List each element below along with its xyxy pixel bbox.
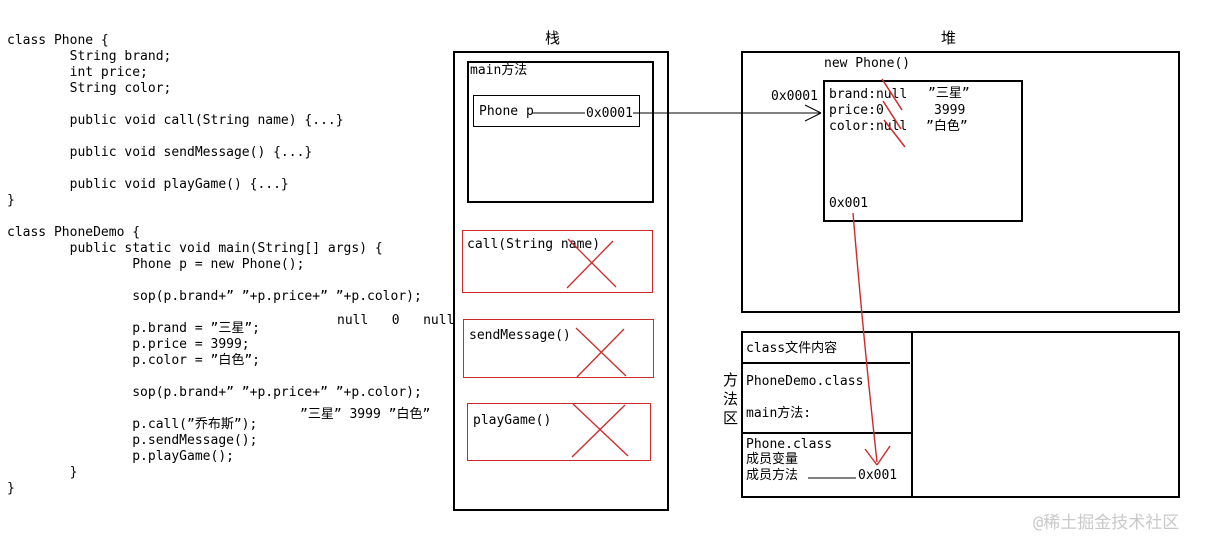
popped-frame-sendmessage-label: sendMessage() (469, 328, 571, 343)
popped-frame-sendmessage: sendMessage() (463, 319, 654, 378)
phone-class-code: class Phone { String brand; int price; S… (7, 33, 344, 208)
popped-frame-call-label: call(String name) (467, 237, 601, 252)
method-area-column-divider (911, 333, 913, 496)
phone-class-entry: Phone.class (746, 437, 833, 452)
variable-value: 0x0001 (586, 106, 633, 121)
variable-name: Phone p (479, 104, 534, 119)
method-area-divider-2 (743, 432, 911, 434)
phonedemo-class-code: class PhoneDemo { public static void mai… (7, 225, 422, 496)
method-area-side-label: 方法区 (723, 371, 739, 427)
main-frame-box (467, 61, 654, 203)
field-price-new-value: 3999 (934, 103, 966, 118)
member-vars-label: 成员变量 (746, 452, 799, 467)
member-methods-address: 0x001 (858, 468, 898, 483)
heap-object-label: new Phone() (824, 56, 911, 71)
member-methods-label: 成员方法 (746, 468, 799, 483)
field-color: color:null (829, 119, 908, 134)
watermark: @稀土掘金技术社区 (1033, 513, 1180, 533)
phonedemo-class-entry: PhoneDemo.class (746, 374, 864, 389)
main-method-note: main方法: (746, 406, 812, 421)
field-brand: brand:null (829, 87, 908, 102)
phone-p-variable-box (473, 95, 640, 127)
heap-address-label: 0x0001 (771, 89, 818, 104)
field-color-new-value: ”白色” (926, 119, 968, 134)
assigned-values-annotation: ”三星” 3999 ”白色” (300, 407, 431, 422)
field-brand-new-value: ”三星” (928, 86, 970, 101)
method-area-divider-1 (743, 362, 910, 364)
popped-frame-playgame: playGame() (467, 403, 651, 461)
initial-values-annotation: null 0 null (337, 313, 455, 328)
main-frame-label: main方法 (470, 63, 528, 78)
field-price: price:0 (829, 103, 884, 118)
stack-title: 栈 (545, 29, 561, 47)
phone-object-box (823, 80, 1023, 222)
popped-frame-call: call(String name) (462, 230, 653, 293)
method-area-box (741, 331, 1180, 498)
popped-frame-playgame-label: playGame() (473, 413, 552, 428)
heap-box (741, 51, 1180, 313)
heap-title: 堆 (941, 29, 957, 47)
class-file-header: class文件内容 (746, 341, 838, 356)
method-table-ref: 0x001 (829, 196, 869, 211)
stack-box (453, 51, 669, 511)
